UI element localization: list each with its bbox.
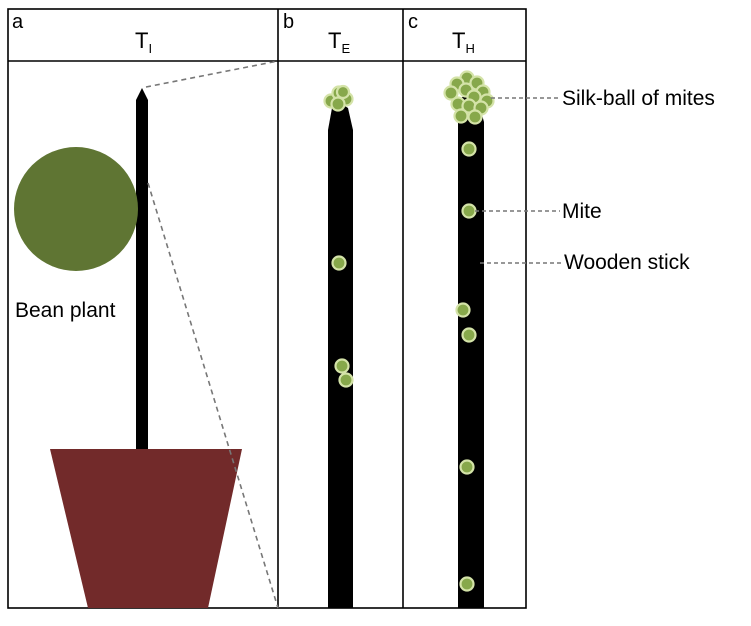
- zoom-lines: [145, 60, 279, 609]
- mite: [331, 255, 347, 271]
- mite: [461, 327, 477, 343]
- panel-title-c-main: T: [452, 28, 465, 53]
- mite: [459, 459, 475, 475]
- zoom-line-bottom: [147, 182, 279, 609]
- mite: [453, 108, 469, 124]
- bean-plant-label: Bean plant: [15, 299, 116, 322]
- panel-letter-c: c: [408, 11, 418, 33]
- mite: [461, 203, 477, 219]
- panel-title-a: TI: [135, 28, 152, 56]
- wooden-stick-b: [328, 101, 353, 608]
- wooden-stick-c: [458, 96, 484, 608]
- mite: [335, 84, 351, 100]
- panel-frames: [7, 8, 527, 609]
- mite: [459, 576, 475, 592]
- outer-frame: [7, 8, 527, 609]
- mite: [461, 141, 477, 157]
- mite: [443, 85, 459, 101]
- panel-title-b: TE: [328, 28, 350, 56]
- panel-title-b-main: T: [328, 28, 341, 53]
- zoom-line-top: [145, 60, 279, 88]
- mite-label: Mite: [562, 200, 602, 223]
- wooden-stick-a: [136, 88, 148, 452]
- panel-title-b-sub: E: [341, 41, 350, 56]
- mite: [334, 358, 350, 374]
- mite: [338, 372, 354, 388]
- plant-pot: [50, 449, 242, 608]
- wooden-stick-label: Wooden stick: [564, 251, 690, 274]
- panel-title-c-sub: H: [465, 41, 474, 56]
- panel-letter-b: b: [283, 11, 294, 33]
- mite: [467, 109, 483, 125]
- silk-ball-label: Silk-ball of mites: [562, 87, 715, 110]
- panel-title-a-sub: I: [148, 41, 152, 56]
- bean-plant-leaf: [14, 147, 138, 271]
- mites-panel-c: [443, 70, 495, 592]
- panel-letter-a: a: [12, 11, 24, 33]
- callout-leaders: [475, 97, 562, 264]
- mite: [455, 302, 471, 318]
- panel-title-c: TH: [452, 28, 475, 56]
- mite: [330, 96, 346, 112]
- panel-title-a-main: T: [135, 28, 148, 53]
- mites-panel-b: [323, 84, 354, 388]
